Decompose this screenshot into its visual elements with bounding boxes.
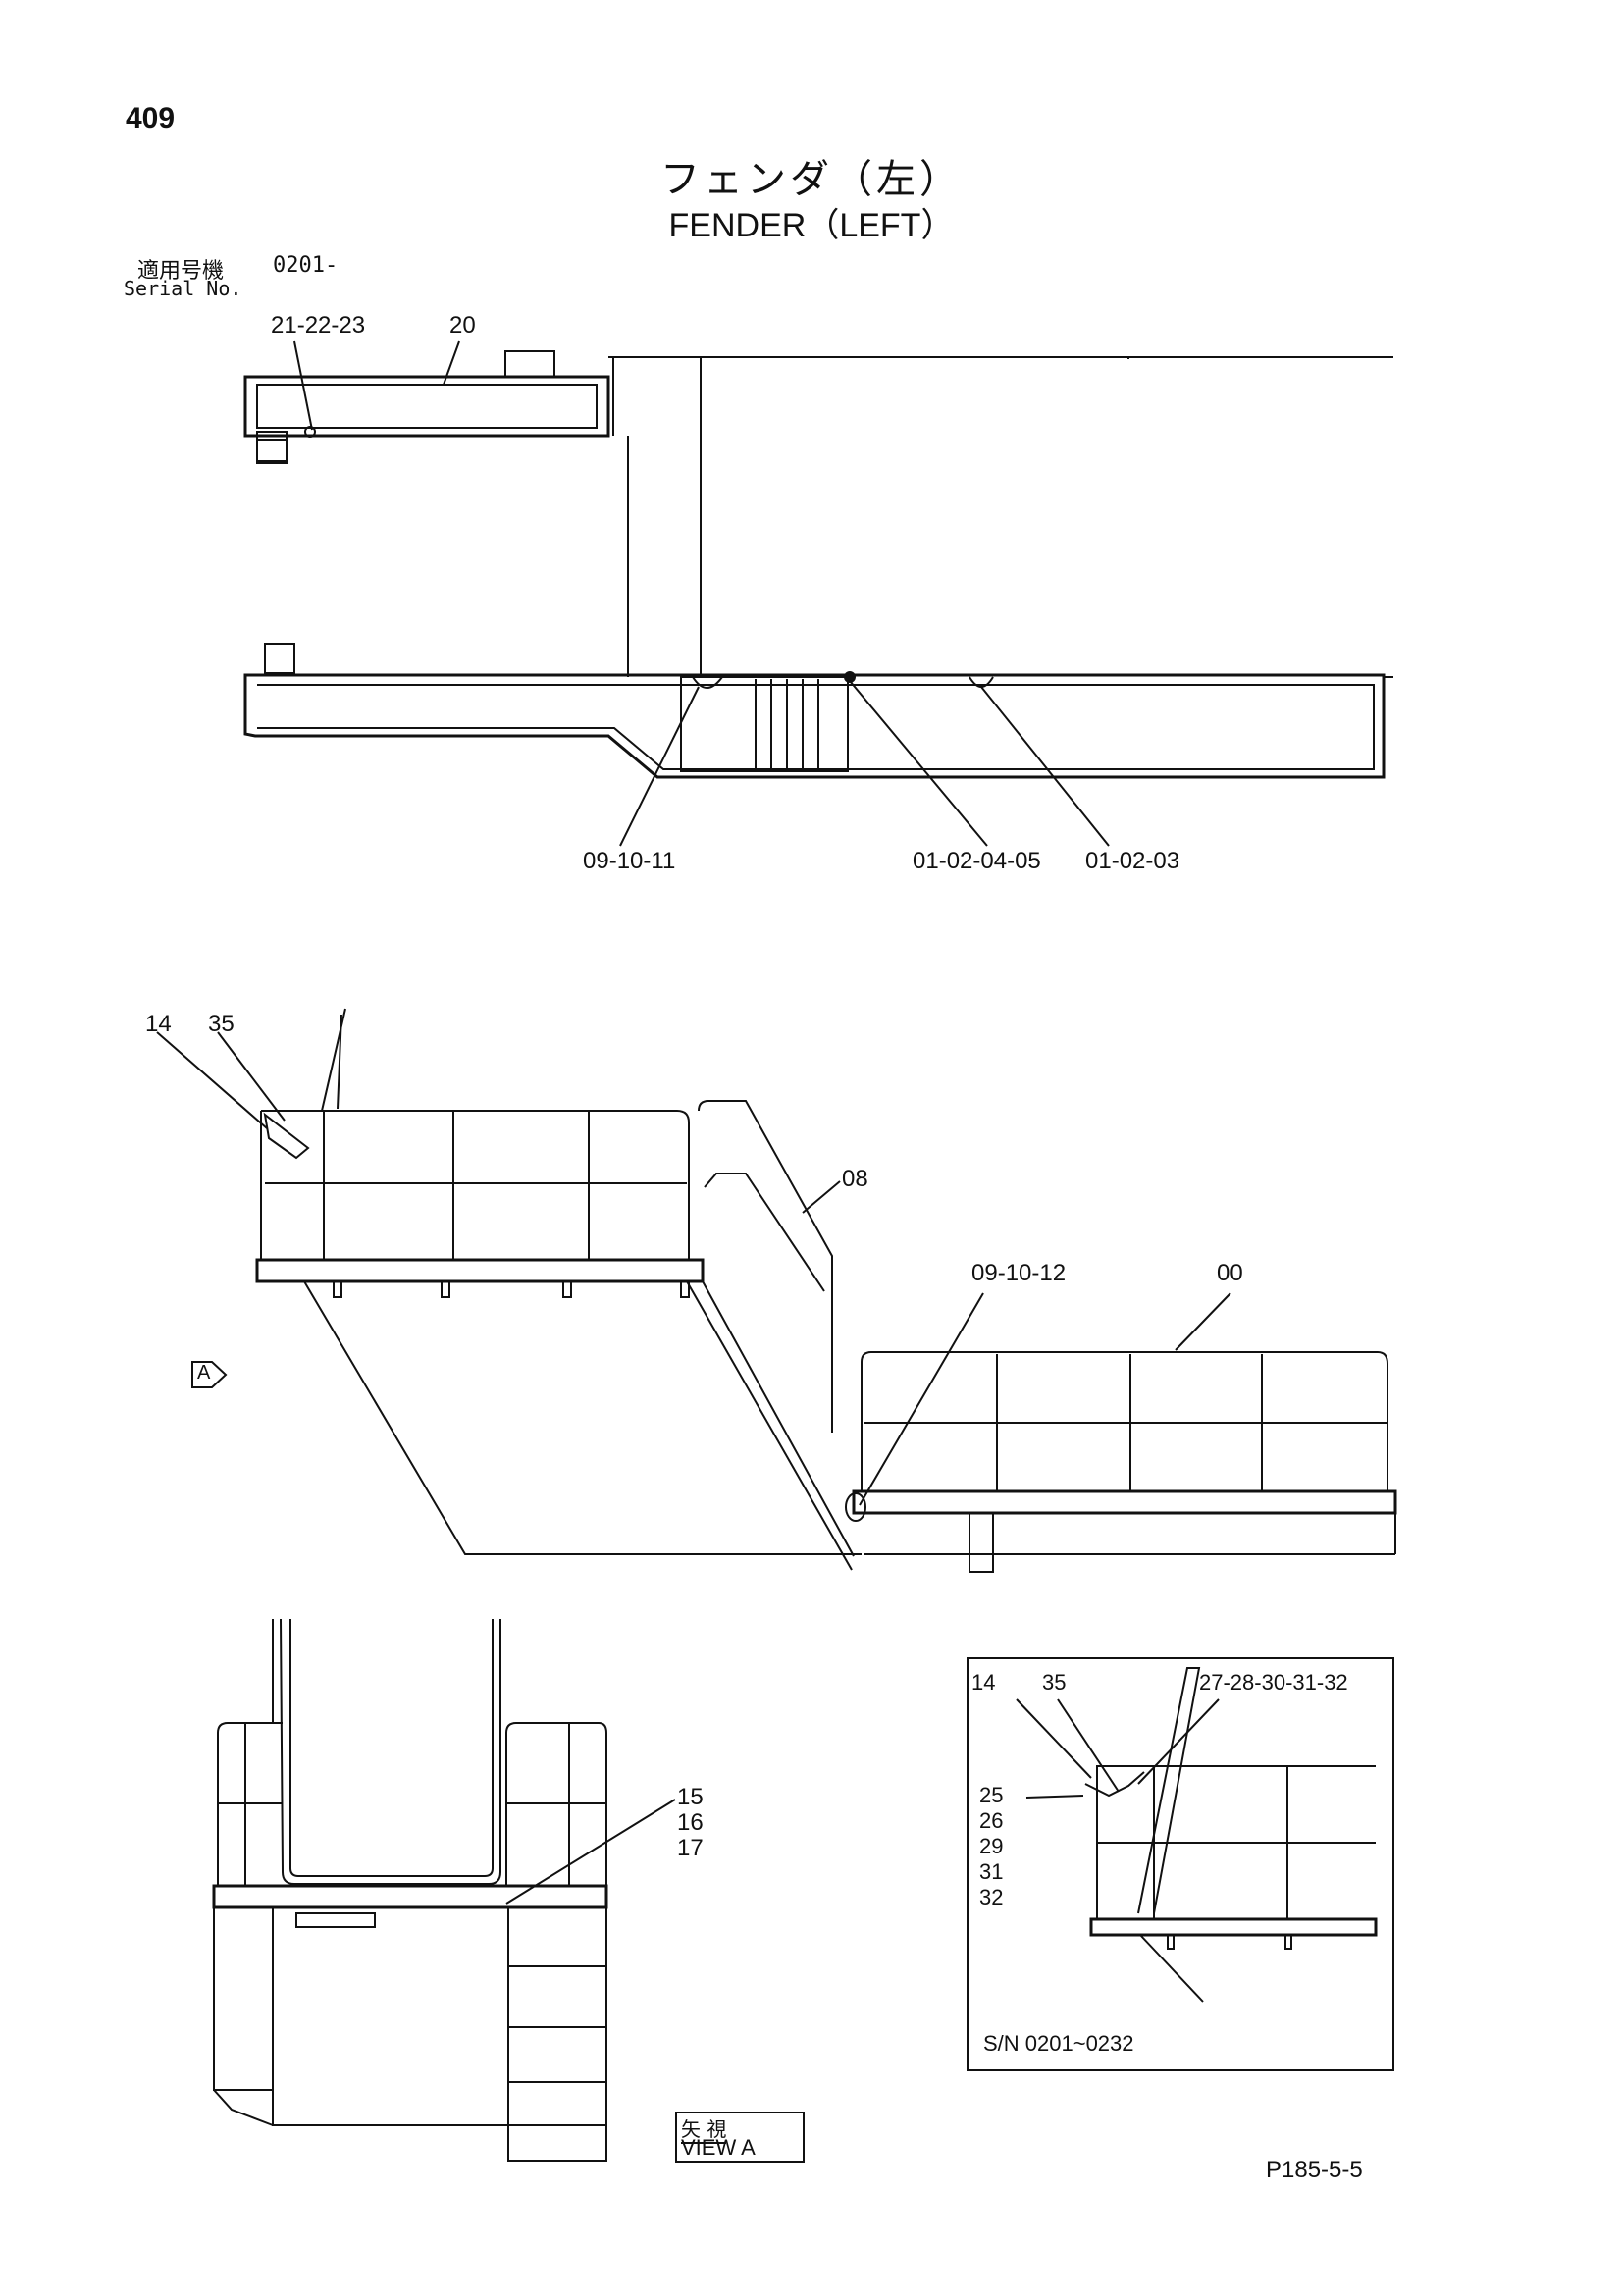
part-label-08: 08: [842, 1166, 868, 1192]
part-label-00: 00: [1217, 1260, 1243, 1286]
inset-stack-29: 29: [979, 1834, 1004, 1858]
page-number: 409: [126, 102, 176, 134]
view-a-caption: 矢 視 VIEW A: [675, 2112, 805, 2163]
view-a-marker: A: [197, 1362, 211, 1383]
inset-label-35: 35: [1042, 1670, 1067, 1695]
inset-stack-31: 31: [979, 1859, 1004, 1884]
inset-serial-range: S/N 0201~0232: [983, 2031, 1134, 2056]
serial-label-jp: 適用号機: [137, 259, 225, 284]
part-label-09-10-12: 09-10-12: [971, 1260, 1067, 1286]
inset-stack-25: 25: [979, 1783, 1004, 1807]
part-label-16: 16: [677, 1809, 704, 1836]
page-title-jp: フェンダ（左）: [660, 157, 963, 202]
part-label-15: 15: [677, 1784, 704, 1810]
inset-label-27-28-30-31-32: 27-28-30-31-32: [1199, 1670, 1348, 1695]
inset-stack-26: 26: [979, 1808, 1004, 1833]
inset-stack-32: 32: [979, 1885, 1004, 1909]
top-view: [243, 340, 1393, 847]
page-title-en: FENDER（LEFT）: [668, 207, 955, 244]
inset-label-14: 14: [971, 1670, 996, 1695]
serial-value: 0201-: [273, 253, 339, 278]
footer-code: P185-5-5: [1266, 2157, 1363, 2183]
side-view: [156, 1008, 1397, 1573]
part-label-01-02-03: 01-02-03: [1085, 848, 1180, 874]
part-label-21-22-23: 21-22-23: [271, 312, 366, 339]
inset-drawing: [967, 1657, 1394, 2071]
part-label-17: 17: [677, 1835, 704, 1861]
part-label-14: 14: [145, 1011, 172, 1037]
view-a-caption-en: VIEW A: [681, 2135, 756, 2160]
serial-label-en: Serial No.: [124, 277, 242, 300]
part-label-20: 20: [449, 312, 476, 339]
part-label-01-02-04-05: 01-02-04-05: [913, 848, 1041, 874]
part-label-35: 35: [208, 1011, 235, 1037]
part-label-09-10-11: 09-10-11: [583, 848, 676, 874]
view-a-drawing: [212, 1618, 676, 2162]
view-a-caption-jp: 矢 視: [681, 2113, 727, 2144]
